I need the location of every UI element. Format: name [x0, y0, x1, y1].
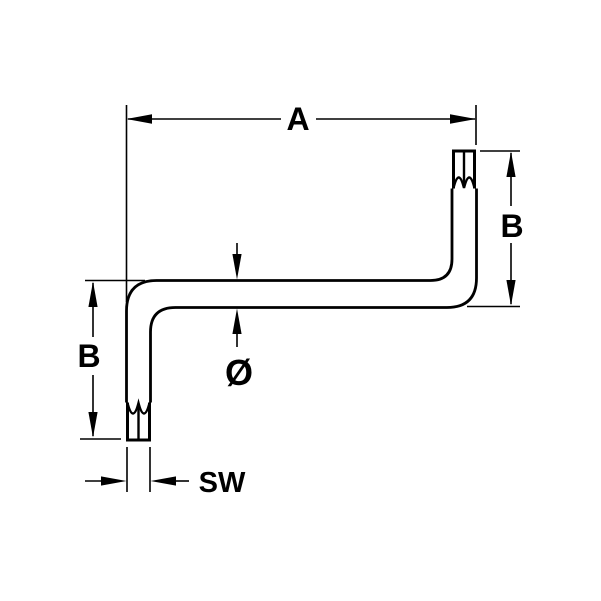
- arrowhead-left-icon: [150, 476, 176, 486]
- tip-outline: [452, 149, 476, 189]
- arrowhead-up-icon: [88, 281, 98, 307]
- arrowhead-up-icon: [232, 308, 242, 334]
- arrowhead-right-icon: [101, 476, 127, 486]
- dimension-diameter: Ø: [225, 243, 253, 393]
- tool-outline-upper: [125, 188, 454, 403]
- dimension-label-a: A: [286, 101, 309, 137]
- dimension-b-left: B: [77, 279, 145, 440]
- arrowhead-left-icon: [126, 114, 152, 124]
- square-drive-tip-bottom: [126, 398, 151, 442]
- tip-outline: [126, 402, 151, 442]
- arrowhead-right-icon: [450, 114, 476, 124]
- tip-chamfer-arcs: [126, 398, 151, 415]
- arrowhead-down-icon: [506, 280, 516, 306]
- dimension-label-b-right: B: [500, 208, 523, 244]
- tool-body: [125, 149, 478, 442]
- dimension-label-sw: SW: [199, 467, 246, 499]
- arrowhead-up-icon: [506, 151, 516, 177]
- arrowhead-down-icon: [88, 412, 98, 438]
- dimension-b-right: B: [467, 150, 524, 308]
- dimension-label-diameter: Ø: [225, 352, 253, 393]
- arrowhead-down-icon: [232, 254, 242, 280]
- dimension-label-b-left: B: [77, 338, 100, 374]
- tool-outline-lower: [149, 188, 478, 403]
- dimension-sw: SW: [85, 447, 246, 499]
- tip-chamfer-arcs: [452, 176, 476, 189]
- square-drive-tip-top: [452, 149, 476, 189]
- dimension-a: A: [125, 101, 477, 302]
